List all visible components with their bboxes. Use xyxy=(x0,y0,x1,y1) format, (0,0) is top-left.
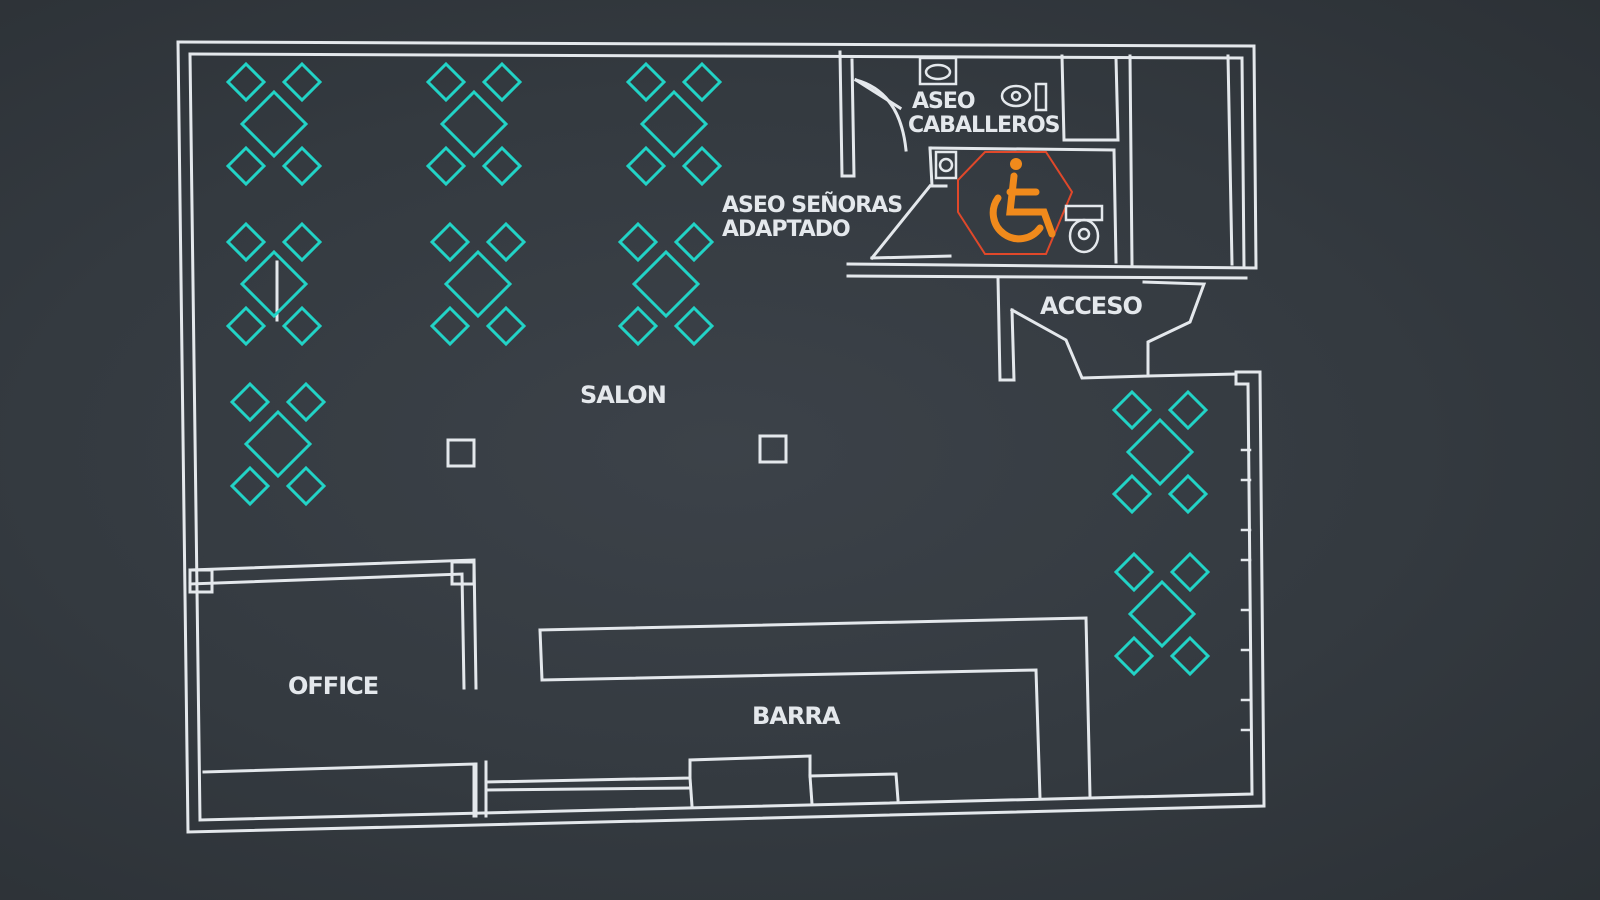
outer-walls xyxy=(176,40,1266,834)
toilet-icon xyxy=(1064,204,1104,254)
sink-icon-women xyxy=(934,150,958,180)
label-aseo-senoras-2: ADAPTADO xyxy=(722,217,850,242)
table-with-four-chairs-icon xyxy=(430,222,526,346)
accessible-ring xyxy=(957,151,1074,255)
label-acceso: ACCESO xyxy=(1040,292,1142,320)
window-mullions xyxy=(1240,448,1252,732)
tables xyxy=(226,62,1210,676)
room-labels: SALON OFFICE BARRA ACCESO ASEO CABALLERO… xyxy=(288,89,1143,730)
label-office: OFFICE xyxy=(288,672,378,700)
table-with-four-chairs-icon xyxy=(618,222,714,346)
label-aseo-caballeros-2: CABALLEROS xyxy=(908,113,1060,138)
column-icon xyxy=(446,434,788,468)
label-aseo-senoras-1: ASEO SEÑORAS xyxy=(722,192,902,218)
bar-counter xyxy=(484,616,1092,808)
accessible-toilet-symbol xyxy=(957,151,1074,255)
table-with-four-chairs-icon xyxy=(226,222,322,346)
table-with-four-chairs-icon xyxy=(226,62,322,186)
label-aseo-caballeros-1: ASEO xyxy=(912,89,975,114)
table-with-four-chairs-icon xyxy=(426,62,522,186)
entrance-walls xyxy=(996,276,1238,382)
sink-icon xyxy=(918,56,958,86)
wheelchair-icon xyxy=(989,158,1056,243)
table-with-four-chairs-icon xyxy=(230,382,326,506)
table-with-four-chairs-icon xyxy=(1114,552,1210,676)
restroom-block xyxy=(838,50,1258,280)
label-barra: BARRA xyxy=(752,702,841,730)
urinal-icon xyxy=(1000,82,1048,112)
label-salon: SALON xyxy=(580,381,666,409)
table-with-four-chairs-icon xyxy=(626,62,722,186)
table-with-four-chairs-icon xyxy=(1112,390,1208,514)
